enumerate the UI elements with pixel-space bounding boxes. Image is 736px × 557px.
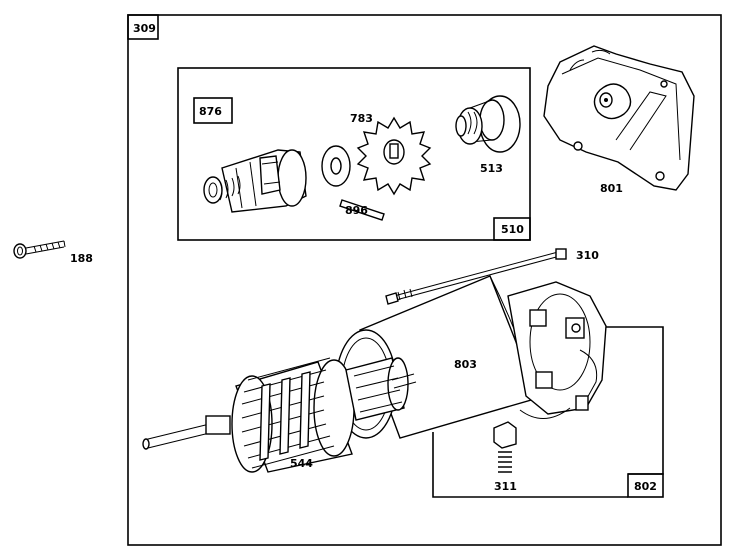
- part-label-801: 801: [600, 182, 623, 195]
- part-label-783: 783: [350, 112, 373, 125]
- part-label-896: 896: [345, 204, 368, 217]
- part-label-544: 544: [290, 457, 313, 470]
- drive-group-frame: [177, 67, 531, 241]
- part-label-311: 311: [494, 480, 517, 493]
- drive-group-tag: [493, 217, 531, 241]
- drive-spring: [203, 175, 241, 204]
- drive-subgroup-tag: [193, 97, 233, 124]
- drive-group-label: 510: [501, 223, 524, 236]
- pin-896: [339, 199, 385, 221]
- brush-group-tag: [627, 473, 664, 498]
- drive-subgroup-label: 876: [199, 105, 222, 118]
- part-label-188: 188: [70, 252, 93, 265]
- brush-group-bracket-lower: [432, 432, 628, 498]
- screw-188: [13, 240, 66, 259]
- retainer-513: [455, 95, 521, 153]
- main-frame: [127, 14, 722, 546]
- main-group-label: 309: [133, 22, 156, 35]
- part-label-310: 310: [576, 249, 599, 262]
- armature-544: [142, 357, 417, 473]
- brush-311: [493, 421, 517, 473]
- pinion-gear-783: [356, 116, 432, 196]
- part-label-803: 803: [454, 358, 477, 371]
- drive-housing: [221, 149, 307, 213]
- brush-group-label: 802: [634, 480, 657, 493]
- end-cap-801: [543, 45, 695, 191]
- part-label-513: 513: [480, 162, 503, 175]
- thrust-washer: [321, 145, 351, 187]
- through-bolt-310: [385, 248, 567, 305]
- brush-plate: [507, 281, 607, 419]
- main-group-tag: [127, 14, 159, 40]
- brush-group-bracket: [605, 326, 664, 475]
